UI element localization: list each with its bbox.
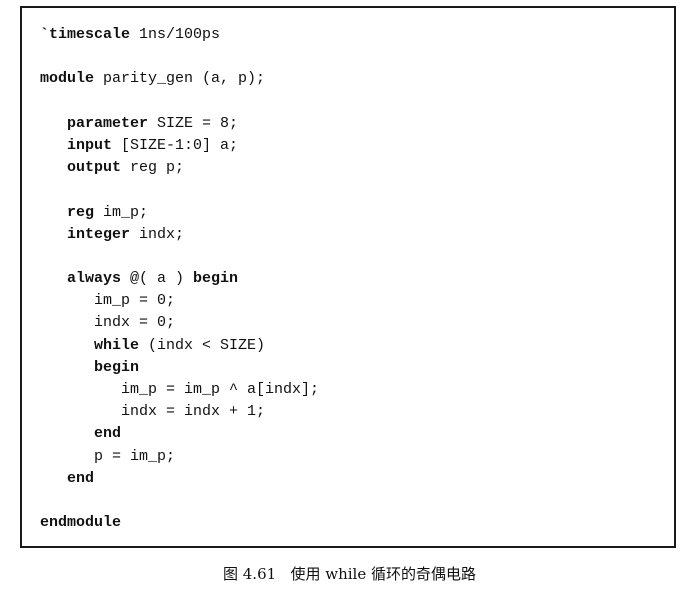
code-line: parameter SIZE = 8; [40, 113, 319, 135]
keyword: end [67, 469, 95, 487]
keyword: `timescale [40, 26, 131, 43]
code-text [40, 159, 67, 176]
code-text: indx = 0; [40, 314, 176, 332]
code-text: SIZE = 8; [148, 114, 239, 132]
code-line: input [SIZE-1:0] a; [40, 135, 319, 157]
code-line: end [40, 468, 319, 490]
code-text [40, 204, 67, 221]
code-line: begin [40, 357, 319, 379]
code-text: im_p = 0; [40, 292, 176, 310]
code-text: @( a ) [121, 270, 194, 288]
code-text [40, 226, 67, 243]
keyword: output [67, 159, 122, 177]
keyword: module [40, 70, 95, 88]
keyword: while [94, 336, 140, 354]
keyword: endmodule [40, 514, 122, 532]
figure-caption: 图 4.61 使用 while 循环的奇偶电路 [223, 565, 476, 583]
code-text: [SIZE-1:0] a; [112, 136, 239, 154]
keyword: integer [67, 225, 131, 243]
code-text: (indx < SIZE) [139, 336, 266, 354]
code-line: indx = 0; [40, 312, 319, 334]
keyword: begin [94, 358, 140, 376]
code-text [40, 359, 94, 376]
keyword: reg [67, 203, 95, 221]
code-line [40, 46, 319, 68]
code-line: endmodule [40, 512, 319, 534]
keyword: parameter [67, 114, 149, 132]
code-line: `timescale 1ns/100ps [40, 24, 319, 46]
keyword: always [67, 270, 122, 288]
code-text [40, 425, 94, 442]
code-line [40, 246, 319, 268]
code-listing: `timescale 1ns/100ps module parity_gen (… [40, 24, 319, 534]
code-text [40, 337, 94, 354]
code-text: p = im_p; [40, 447, 176, 465]
code-listing-box: `timescale 1ns/100ps module parity_gen (… [20, 6, 676, 548]
code-line [40, 91, 319, 113]
code-text [40, 115, 67, 132]
code-text [40, 470, 67, 487]
code-line: output reg p; [40, 157, 319, 179]
code-line: end [40, 423, 319, 445]
code-line: im_p = 0; [40, 290, 319, 312]
code-text: indx = indx + 1; [40, 403, 266, 421]
keyword: begin [193, 270, 239, 288]
keyword: input [67, 136, 113, 154]
code-text [40, 137, 67, 154]
code-text: im_p; [94, 203, 149, 221]
code-line: reg im_p; [40, 202, 319, 224]
code-text [40, 270, 67, 287]
code-text: parity_gen (a, p); [94, 70, 266, 88]
code-line: indx = indx + 1; [40, 401, 319, 423]
code-line: module parity_gen (a, p); [40, 68, 319, 90]
code-text: im_p = im_p ^ a[indx]; [40, 381, 320, 398]
code-line [40, 490, 319, 512]
code-line: while (indx < SIZE) [40, 335, 319, 357]
code-line: im_p = im_p ^ a[indx]; [40, 379, 319, 401]
code-line [40, 179, 319, 201]
code-line: always @( a ) begin [40, 268, 319, 290]
code-text: 1ns/100ps [130, 26, 221, 43]
keyword: end [94, 425, 122, 443]
code-text: indx; [130, 225, 185, 243]
code-line: p = im_p; [40, 446, 319, 468]
code-line: integer indx; [40, 224, 319, 246]
code-text: reg p; [121, 159, 185, 177]
